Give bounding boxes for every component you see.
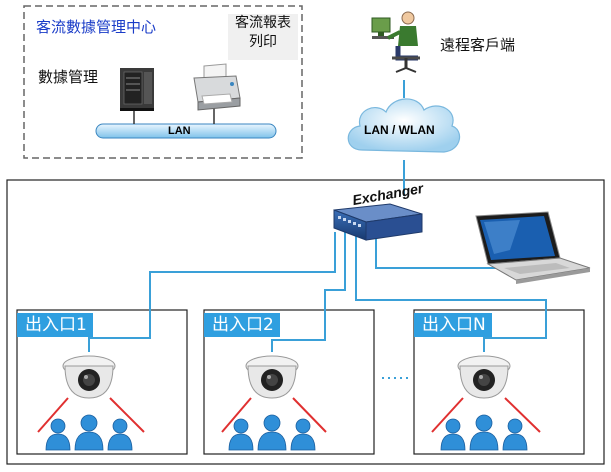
- report-print-label: 客流報表 列印: [228, 14, 298, 60]
- dome-camera-icon: [62, 355, 116, 399]
- remote-client-label: 遠程客戶端: [440, 36, 516, 54]
- dome-camera-icon: [457, 355, 511, 399]
- management-center-frame: [23, 5, 303, 159]
- server-icon: [120, 68, 154, 111]
- dome-camera-icon: [245, 355, 299, 399]
- workstation-icon: [371, 11, 420, 73]
- entrance-tag-1: 出入口1: [17, 313, 93, 337]
- entrance-frame-2: [203, 309, 375, 455]
- lan-pipe: [95, 108, 277, 139]
- cloud-label: LAN / WLAN: [364, 123, 435, 137]
- lan-label: LAN: [168, 125, 191, 137]
- switch-icon: [333, 203, 423, 241]
- printer-icon: [193, 63, 241, 111]
- network-cables: [88, 80, 547, 352]
- people-icon: [228, 414, 316, 451]
- data-management-label: 數據管理: [38, 68, 99, 86]
- report-print-line-2: 列印: [249, 34, 277, 50]
- cloud-icon: [347, 98, 461, 153]
- people-icon: [45, 414, 133, 451]
- site-network-frame: [6, 179, 605, 465]
- report-print-line-1: 客流報表: [235, 15, 291, 31]
- entrance-frame-n: [413, 309, 585, 455]
- management-center-title: 客流數據管理中心: [36, 18, 157, 36]
- camera-field-of-view: [37, 397, 541, 433]
- entrance-frame-1: [16, 309, 188, 455]
- entrance-tag-2: 出入口2: [204, 313, 280, 337]
- entrance-tag-n: 出入口N: [414, 313, 492, 337]
- people-icon: [440, 414, 528, 451]
- laptop-icon: [475, 211, 591, 284]
